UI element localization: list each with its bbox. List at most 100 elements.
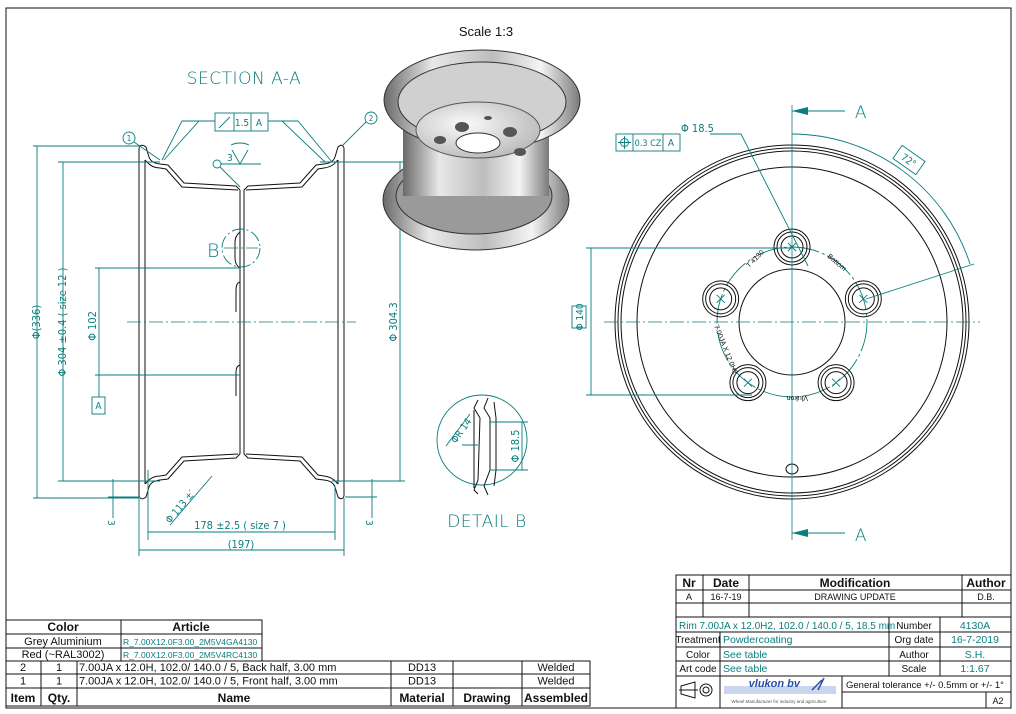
parts-cell: 1 bbox=[56, 662, 62, 674]
bolt-hole bbox=[817, 364, 855, 402]
svg-text:Φ 140: Φ 140 bbox=[575, 303, 586, 330]
svg-text:Nr: Nr bbox=[682, 576, 696, 590]
svg-text:16-7-2019: 16-7-2019 bbox=[951, 634, 999, 646]
svg-text:Article: Article bbox=[172, 620, 210, 634]
gdt-runout-frame: 1.5 A bbox=[161, 112, 333, 163]
parts-cell: Welded bbox=[537, 676, 574, 688]
bolt-hole bbox=[702, 280, 740, 318]
bolt-hole bbox=[729, 364, 767, 402]
parts-cell: 7.00JA x 12.0H, 102.0/ 140.0 / 5, Front … bbox=[79, 676, 338, 688]
weld-symbol: 3 bbox=[212, 142, 261, 188]
svg-text:4130A: 4130A bbox=[960, 620, 990, 632]
svg-text:T 4130: T 4130 bbox=[745, 249, 765, 269]
svg-text:Grey Aluminium: Grey Aluminium bbox=[24, 636, 102, 648]
svg-text:16-7-19: 16-7-19 bbox=[710, 592, 741, 602]
section-marker-top: A bbox=[855, 103, 867, 123]
parts-cell: 1 bbox=[56, 676, 62, 688]
svg-text:Scale: Scale bbox=[901, 664, 926, 675]
title-block: Rim 7.00JA x 12.0H2, 102.0 / 140.0 / 5, … bbox=[675, 616, 1012, 709]
svg-text:Color: Color bbox=[686, 650, 711, 661]
svg-text:Wheel Manufacturer for industr: Wheel Manufacturer for industry and agri… bbox=[731, 699, 827, 704]
svg-text:A2: A2 bbox=[992, 696, 1003, 706]
svg-text:Bottom: Bottom bbox=[826, 253, 848, 273]
svg-text:D.B.: D.B. bbox=[977, 592, 995, 602]
parts-cell: DD13 bbox=[408, 662, 436, 674]
svg-text:A: A bbox=[256, 118, 263, 129]
svg-text:0.3 CZ: 0.3 CZ bbox=[635, 139, 662, 149]
parts-cell: DD13 bbox=[408, 676, 436, 688]
runout-arrow-icon bbox=[218, 116, 231, 129]
svg-text:3: 3 bbox=[105, 520, 116, 526]
svg-text:A: A bbox=[668, 138, 675, 149]
svg-text:A: A bbox=[686, 592, 692, 602]
svg-text:1.5: 1.5 bbox=[235, 118, 249, 129]
revision-table: Nr Date Modification Author A 16-7-19 DR… bbox=[675, 574, 1012, 618]
svg-text:Material: Material bbox=[399, 691, 444, 705]
dimensions-section: A Φ(336) Φ 304 ±0.4 ( size 12 ) Φ 102 Φ … bbox=[30, 145, 405, 556]
svg-text:R_7.00X12.0F3.00_2M5V4RC4130: R_7.00X12.0F3.00_2M5V4RC4130 bbox=[123, 650, 257, 660]
svg-text:vlukon bv: vlukon bv bbox=[749, 678, 801, 690]
parts-cell: Welded bbox=[537, 662, 574, 674]
svg-text:S.H.: S.H. bbox=[965, 649, 985, 661]
svg-text:Qty.: Qty. bbox=[48, 691, 70, 705]
svg-text:Φ 304 ±0.4 ( size 12 ): Φ 304 ±0.4 ( size 12 ) bbox=[56, 267, 69, 376]
gdt-position-frame: 0.3 CZ A bbox=[615, 133, 681, 152]
svg-text:Date: Date bbox=[713, 576, 739, 590]
detail-b-callout: B bbox=[207, 240, 220, 262]
svg-text:178 ±2.5 ( size 7 ): 178 ±2.5 ( size 7 ) bbox=[194, 519, 286, 532]
svg-text:Powdercoating: Powdercoating bbox=[723, 634, 793, 646]
detail-b-view: Φ 18.5 ΦR 14 DETAIL B bbox=[436, 394, 528, 532]
svg-text:Item: Item bbox=[11, 691, 36, 705]
svg-text:Treatment: Treatment bbox=[675, 635, 720, 646]
section-title: SECTION A-A bbox=[187, 69, 301, 89]
svg-text:Name: Name bbox=[218, 691, 251, 705]
svg-text:7.00JA X 12.0H2: 7.00JA X 12.0H2 bbox=[712, 324, 738, 375]
svg-text:See table: See table bbox=[723, 649, 768, 661]
balloon-2: 2 bbox=[369, 114, 374, 123]
section-a-a-view: SECTION A-A B 1.5 A 1 bbox=[30, 69, 405, 556]
svg-text:Φ 18.5: Φ 18.5 bbox=[509, 430, 522, 463]
section-marker-bottom: A bbox=[855, 526, 867, 546]
svg-text:Φ 304.3: Φ 304.3 bbox=[387, 302, 400, 341]
sheet-border bbox=[5, 7, 1012, 709]
svg-text:Author: Author bbox=[899, 650, 929, 661]
svg-text:Art code: Art code bbox=[679, 664, 717, 675]
svg-text:ΦR 14: ΦR 14 bbox=[449, 417, 474, 446]
svg-text:Drawing: Drawing bbox=[463, 691, 510, 705]
svg-text:Assembled: Assembled bbox=[524, 691, 588, 705]
parts-cell: 1 bbox=[20, 676, 26, 688]
company-logo: vlukon bv Wheel Manufacturer for industr… bbox=[724, 677, 836, 704]
svg-text:Φ 102: Φ 102 bbox=[86, 311, 99, 341]
parts-cell: 2 bbox=[20, 662, 26, 674]
svg-text:A: A bbox=[95, 401, 102, 412]
svg-text:Red (~RAL3002): Red (~RAL3002) bbox=[22, 649, 105, 661]
svg-text:Number: Number bbox=[896, 621, 932, 632]
scale-label: Scale 1:3 bbox=[459, 24, 513, 39]
bolt-hole bbox=[844, 280, 882, 318]
projection-symbol-icon bbox=[679, 681, 713, 699]
svg-text:(197): (197) bbox=[228, 538, 255, 551]
svg-text:Modification: Modification bbox=[820, 576, 891, 590]
svg-text:R_7.00X12.0F3.00_2M5V4GA4130: R_7.00X12.0F3.00_2M5V4GA4130 bbox=[123, 637, 257, 647]
svg-text:Rim 7.00JA x 12.0H2, 102.0 /: Rim 7.00JA x 12.0H2, 102.0 / 140.0 / 5, … bbox=[679, 621, 895, 632]
balloon-1: 1 bbox=[127, 134, 132, 143]
svg-text:Color: Color bbox=[47, 620, 79, 634]
svg-text:DRAWING UPDATE: DRAWING UPDATE bbox=[814, 592, 896, 602]
svg-text:1:1.67: 1:1.67 bbox=[960, 663, 989, 675]
svg-text:General tolerance +/- 0.5mm or: General tolerance +/- 0.5mm or +/- 1° bbox=[846, 680, 1004, 691]
color-table: Color Article Grey Aluminium R_7.00X12.0… bbox=[5, 619, 263, 662]
parts-list: 2 1 7.00JA x 12.0H, 102.0/ 140.0 / 5, Back… bbox=[5, 660, 591, 707]
svg-text:Org date: Org date bbox=[895, 635, 934, 646]
svg-text:See table: See table bbox=[723, 663, 768, 675]
svg-text:Φ 18.5: Φ 18.5 bbox=[681, 122, 714, 135]
parts-cell: 7.00JA x 12.0H, 102.0/ 140.0 / 5, Back h… bbox=[79, 662, 336, 674]
svg-text:3: 3 bbox=[363, 520, 374, 526]
svg-text:Φ(336): Φ(336) bbox=[30, 305, 43, 340]
svg-text:Author: Author bbox=[966, 576, 1006, 590]
svg-text:3: 3 bbox=[227, 153, 233, 164]
wheel-3d-render bbox=[382, 49, 581, 251]
front-view: A A 72° Φ 18.5 0.3 CZ A Φ 140 T 4130 Bot… bbox=[571, 103, 980, 546]
svg-text:Vlukon: Vlukon bbox=[786, 394, 808, 401]
svg-text:Φ 113 ±′: Φ 113 ±′ bbox=[164, 489, 198, 526]
